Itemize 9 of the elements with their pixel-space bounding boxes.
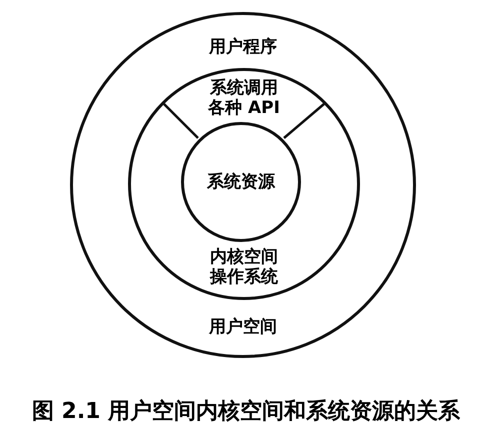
region-label: 系统资源 — [207, 172, 275, 192]
middle-circle — [128, 68, 360, 300]
region-label: 用户程序 — [209, 37, 277, 57]
inner-circle — [181, 122, 301, 242]
region-label: 用户空间 — [209, 317, 277, 337]
outer-circle — [70, 12, 416, 358]
figure-caption: 图 2.1 用户空间内核空间和系统资源的关系 — [32, 399, 460, 425]
region-label: 内核空间操作系统 — [209, 247, 279, 287]
region-label: 系统调用各种 API — [206, 78, 281, 118]
